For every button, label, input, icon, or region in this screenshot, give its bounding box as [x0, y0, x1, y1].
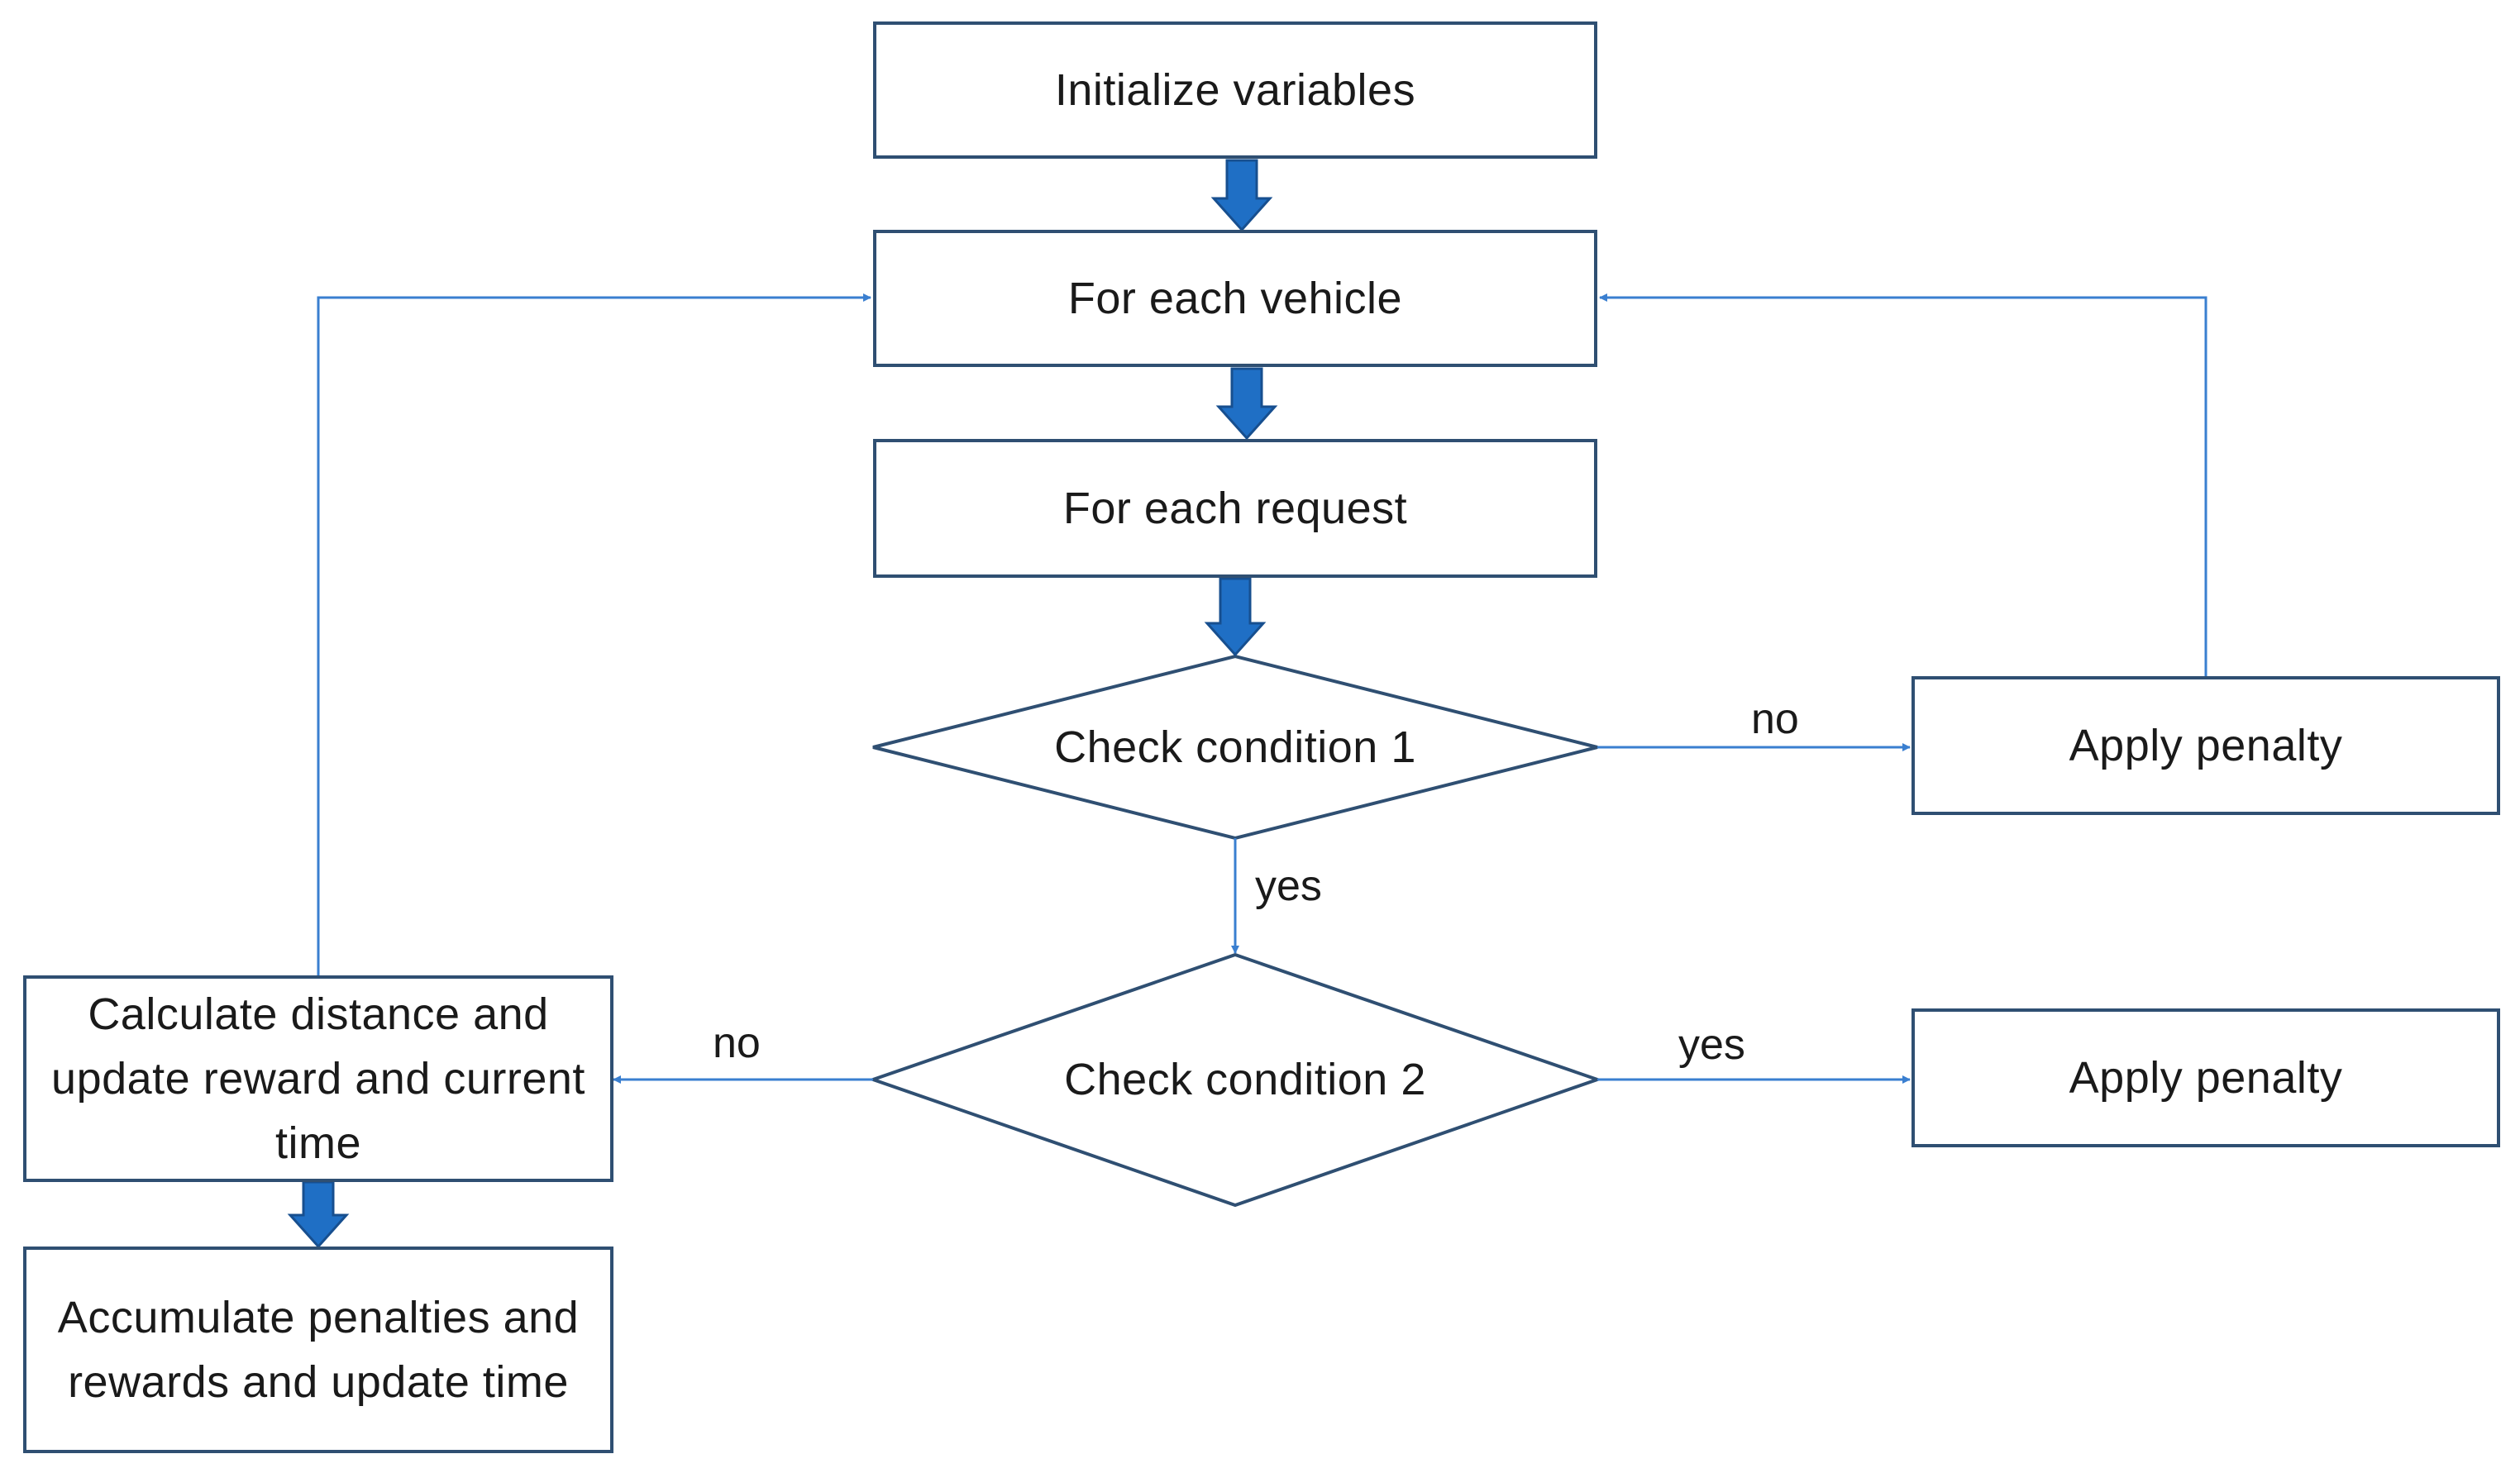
edge-label-check2-yes: yes — [1678, 1021, 1745, 1069]
apply-penalty-label-1: Apply penalty — [2069, 721, 2343, 770]
check-condition-2-label: Check condition 2 — [1064, 1055, 1426, 1104]
block-arrow-init-to-vehicle — [1210, 159, 1273, 232]
calculate-distance-box: Calculate distance and update reward and… — [23, 975, 613, 1182]
check-condition-2-label-wrap: Check condition 2 — [956, 1046, 1534, 1113]
check-condition-1-label: Check condition 1 — [1054, 722, 1416, 772]
calculate-distance-label: Calculate distance and update reward and… — [51, 989, 585, 1168]
edge-label-check1-yes: yes — [1255, 862, 1322, 910]
edge-label-check2-no: no — [713, 1019, 761, 1067]
for-each-vehicle-box: For each vehicle — [873, 230, 1597, 367]
apply-penalty-box-2: Apply penalty — [1911, 1008, 2500, 1147]
apply-penalty-label-2: Apply penalty — [2069, 1053, 2343, 1103]
for-each-request-label: For each request — [1062, 484, 1408, 533]
accumulate-penalties-box: Accumulate penalties and rewards and upd… — [23, 1247, 613, 1453]
loop-calc-to-vehicle — [317, 293, 871, 975]
for-each-request-box: For each request — [873, 439, 1597, 578]
check-condition-1-label-wrap: Check condition 1 — [956, 714, 1515, 780]
block-arrow-request-to-check1 — [1204, 577, 1267, 657]
block-arrow-calc-to-accumulate — [287, 1180, 350, 1249]
block-arrow-vehicle-to-request — [1215, 367, 1278, 441]
initialize-variables-label: Initialize variables — [1054, 65, 1416, 115]
loop-penalty-to-vehicle — [1599, 293, 2207, 676]
edge-label-check1-no: no — [1751, 695, 1799, 743]
accumulate-penalties-label: Accumulate penalties and rewards and upd… — [57, 1293, 580, 1407]
apply-penalty-box-1: Apply penalty — [1911, 676, 2500, 815]
for-each-vehicle-label: For each vehicle — [1067, 274, 1403, 323]
initialize-variables-box: Initialize variables — [873, 21, 1597, 159]
